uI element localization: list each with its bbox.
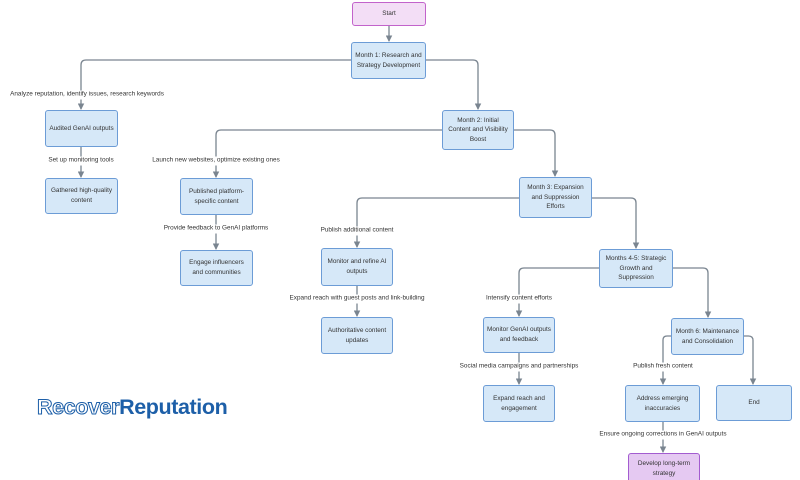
edge-label: Ensure ongoing corrections in GenAI outp… [597,430,729,440]
flow-edge-month2-to-published [212,129,442,178]
logo: RecoverReputation [36,395,228,420]
edge-label: Provide feedback to GenAI platforms [161,224,271,234]
flow-node-label: Month 1: Research and Strategy Developme… [355,51,422,69]
flow-edge-months45-to-month6 [673,267,712,318]
flow-edge-month2-to-month3 [514,129,559,177]
edge-label: Analyze reputation, identify issues, res… [8,90,166,100]
flow-node-label: Month 2: Initial Content and Visibility … [448,116,508,143]
flow-node-audited: Audited GenAI outputs [45,110,118,147]
flow-node-start: Start [352,2,426,26]
flow-node-monitor_refine: Monitor and refine AI outputs [321,248,393,286]
flow-node-label: Month 3: Expansion and Suppression Effor… [527,184,584,211]
edge-label: Launch new websites, optimize existing o… [150,156,282,166]
flow-node-label: Engage influencers and communities [189,259,244,276]
flow-node-engage: Engage influencers and communities [180,250,253,286]
flow-node-label: Start [382,10,396,18]
flow-node-month2: Month 2: Initial Content and Visibility … [442,110,514,150]
flow-edge-month1-to-month2 [426,59,482,110]
edge-label: Publish fresh content [631,362,695,372]
flow-edge-month3-to-monitor_refine [353,197,519,248]
flow-edge-months45-to-monitor_genai [515,267,599,317]
flow-edge-month6-to-address [659,335,671,385]
flow-node-address: Address emerging inaccuracies [625,385,700,422]
edge-label: Set up monitoring tools [46,156,116,166]
flow-node-gathered: Gathered high-quality content [45,178,118,214]
edge-label: Social media campaigns and partnerships [457,362,581,372]
flow-node-authoritative: Authoritative content updates [321,317,393,354]
edge-label: Expand reach with guest posts and link-b… [287,294,427,304]
flow-node-label: Authoritative content updates [327,326,387,344]
flow-edge-month3-to-months45 [592,197,640,249]
edge-label: Publish additional content [318,226,396,236]
flow-node-monitor_genai: Monitor GenAI outputs and feedback [483,317,555,353]
logo-recover: Recover [36,395,120,420]
flow-node-develop: Develop long-term strategy [628,453,700,480]
flow-node-label: Expand reach and engagement [493,394,545,412]
flow-node-label: Develop long-term strategy [637,460,691,477]
flow-edge-month1-to-audited [77,59,351,110]
flow-node-label: End [748,399,760,407]
flow-node-months45: Months 4-5: Strategic Growth and Suppres… [599,249,673,288]
logo-reputation: Reputation [119,395,228,419]
edge-label: Intensify content efforts [484,294,554,304]
flow-node-label: Audited GenAI outputs [49,124,114,132]
flow-node-end: End [716,385,792,421]
flow-node-month1: Month 1: Research and Strategy Developme… [351,42,426,79]
flow-node-label: Months 4-5: Strategic Growth and Suppres… [605,255,667,282]
flow-node-label: Address emerging inaccuracies [636,394,689,412]
flow-node-month6: Month 6: Maintenance and Consolidation [671,318,744,355]
flow-node-label: Month 6: Maintenance and Consolidation [675,327,740,345]
flow-node-label: Monitor GenAI outputs and feedback [487,326,551,343]
flow-node-label: Monitor and refine AI outputs [327,258,387,275]
flow-edge-month6-to-end [744,335,757,385]
flow-node-label: Gathered high-quality content [50,187,113,204]
flow-node-published: Published platform-specific content [180,178,253,215]
flow-node-month3: Month 3: Expansion and Suppression Effor… [519,177,592,218]
flow-node-label: Published platform-specific content [188,187,245,205]
flow-node-expand: Expand reach and engagement [483,385,555,422]
